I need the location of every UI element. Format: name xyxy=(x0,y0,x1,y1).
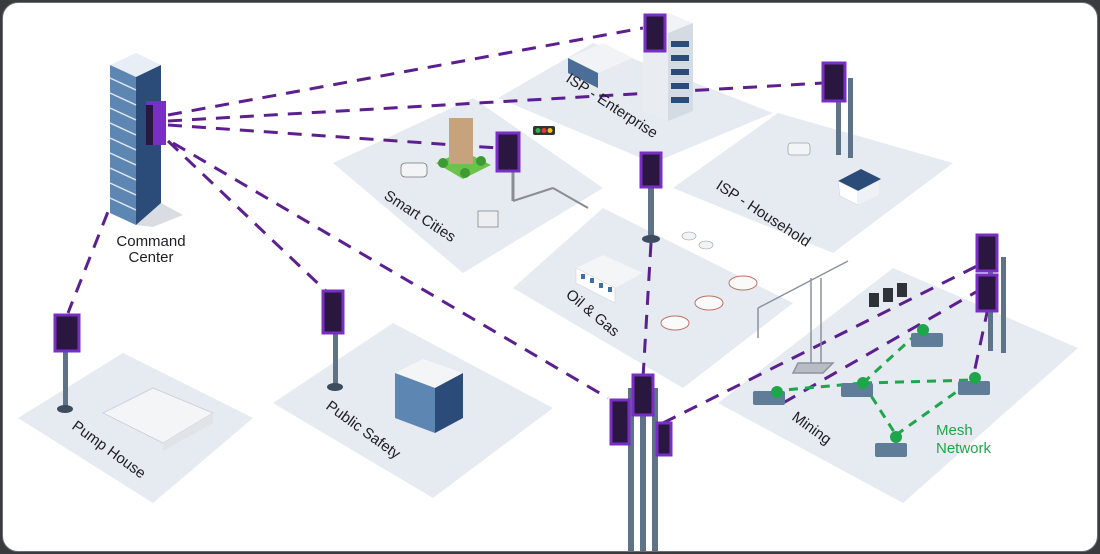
antenna-icon xyxy=(631,373,655,417)
enterprise-buildings xyxy=(568,13,693,121)
antenna-icon xyxy=(609,398,631,446)
smart-cities-items xyxy=(400,118,589,228)
mining-tower xyxy=(975,233,1006,353)
zone-smart-cities xyxy=(333,98,603,273)
antenna-icon xyxy=(975,233,999,273)
zone-isp-household xyxy=(673,113,953,253)
house-icon xyxy=(837,169,881,206)
antenna-icon xyxy=(821,61,847,103)
network-diagram: Command Center ISP - Enterprise ISP - Ho… xyxy=(18,13,1078,551)
link-tower-mining xyxy=(662,261,984,425)
truck-icon xyxy=(875,431,907,457)
antenna-icon xyxy=(53,313,81,353)
mining-items xyxy=(753,233,1006,457)
truck-icon xyxy=(841,377,873,397)
main-tower xyxy=(609,373,673,551)
crane-icon xyxy=(757,260,849,374)
links xyxy=(66,26,990,425)
zone-isp-enterprise xyxy=(498,43,773,163)
mesh-network-label-1: Mesh xyxy=(936,422,973,439)
truck-icon xyxy=(911,324,943,347)
antenna-icon xyxy=(643,13,667,53)
antenna-icon xyxy=(321,289,345,335)
mesh-network-label-2: Network xyxy=(936,440,992,457)
antenna-icon xyxy=(975,273,999,313)
antenna-icon xyxy=(639,151,663,189)
link-cc-enterprise xyxy=(167,26,644,117)
zone-oil-gas xyxy=(513,208,793,388)
household-tower xyxy=(821,61,853,158)
public-safety-items xyxy=(321,289,463,433)
mesh-link xyxy=(862,378,974,385)
truck-icon xyxy=(958,372,990,395)
link-mining-tower2 xyxy=(782,286,984,405)
mesh-vehicles xyxy=(753,324,990,457)
command-center-label-2: Center xyxy=(128,249,173,266)
van-icon xyxy=(787,142,811,156)
mesh-link xyxy=(861,382,898,436)
link-cc-publicsafety xyxy=(166,139,330,295)
link-cc-household xyxy=(167,81,824,123)
truck-icon xyxy=(753,386,785,405)
link-cc-maintower xyxy=(172,141,609,400)
oil-gas-items xyxy=(575,151,758,331)
antenna-icon xyxy=(655,421,673,457)
hoppers-icon xyxy=(869,283,907,307)
link-mining-tower3 xyxy=(971,307,990,379)
antenna-icon xyxy=(495,131,521,173)
command-center-building xyxy=(109,53,183,227)
pump-house-items xyxy=(53,313,214,451)
link-cc-smartcities xyxy=(167,123,499,150)
command-center-label-1: Command xyxy=(116,233,185,250)
